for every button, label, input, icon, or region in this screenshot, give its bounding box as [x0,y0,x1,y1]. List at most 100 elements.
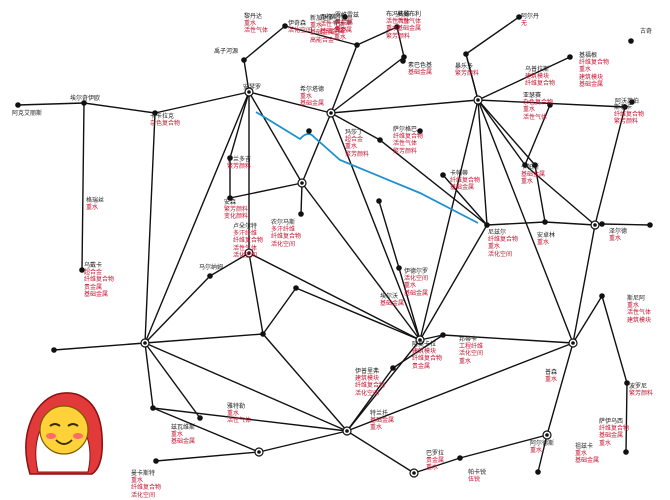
system-node[interactable] [542,219,548,225]
resource-item: 活化空间 [404,275,429,283]
resource-item: 纤维复合物 [355,382,386,390]
system-label: 萨尔格巴纤维复合物活性气体繁芳颜料 [393,126,423,155]
resource-item: 贵金属 [426,457,445,465]
system-node[interactable] [79,267,85,273]
system-node[interactable] [440,172,446,178]
resource-item: 重水 [530,447,543,455]
system-node[interactable] [622,104,628,110]
system-node[interactable] [624,380,630,386]
system-node[interactable] [532,162,538,168]
resource-item: 重水 [310,22,323,30]
system-node[interactable] [547,102,553,108]
route-segment [81,102,85,271]
system-label: 斯尼阿重水活性气体建筑模块 [627,295,651,324]
system-node[interactable] [623,449,629,455]
system-node[interactable] [599,221,605,227]
resource-item: 繁芳颜料 [345,150,370,158]
resource-item: 重水 [171,431,184,439]
system-node[interactable] [400,58,406,64]
resource-item: 重水 [488,243,501,251]
route-segment [243,59,250,93]
system-name: 阿尔德斯 [530,440,555,447]
system-node[interactable] [260,331,266,337]
system-label: 暴乐多繁芳颜料 [455,63,479,77]
route-segment [229,91,250,159]
system-node[interactable] [197,415,203,421]
resource-item: 重水 [627,302,640,310]
system-node[interactable] [282,23,288,29]
system-node[interactable] [298,211,304,217]
system-node[interactable] [376,198,382,204]
resource-item: 多汗纤维 [233,230,258,238]
resource-item: 基础金属 [320,28,345,36]
hub-node-core [571,341,575,345]
system-node[interactable] [51,347,57,353]
system-node[interactable] [516,14,522,20]
resource-item: 重水 [370,424,383,432]
route-lines [17,16,651,474]
system-node[interactable] [227,195,233,201]
system-name: 西穆斯特 [320,14,345,21]
system-label: 安森繁芳颜料变化颜料 [224,199,248,221]
system-node[interactable] [417,128,423,134]
system-node[interactable] [227,155,233,161]
system-node[interactable] [484,222,490,228]
system-label: 格瑞丝重水 [86,197,104,211]
system-label: 素巴色基基础金属 [408,62,432,76]
system-node[interactable] [396,265,402,271]
route-segment [459,434,548,459]
system-node[interactable] [440,332,446,338]
resource-item: 繁芳颜料 [386,32,411,40]
system-node[interactable] [599,293,605,299]
resource-item: 纤维复合物 [450,177,481,185]
system-node[interactable] [629,99,635,105]
route-segment [392,334,444,369]
route-segment [625,382,628,453]
system-label: 斯泰卡纤维复合物繁芳颜料 [614,104,644,126]
system-name: 阿克艾丽斯 [12,110,43,117]
system-node[interactable] [207,273,213,279]
system-name: 卡帕斯 [521,164,540,171]
system-node[interactable] [306,128,312,134]
system-label: 雅特勒重水活性气体 [227,403,251,425]
system-node[interactable] [241,57,247,63]
system-label: 卡卡拉克杂色复合物 [150,113,180,127]
system-node[interactable] [390,365,396,371]
system-name: 伊奇森 [288,20,307,27]
system-name: 泽尔德 [609,228,628,235]
route-segment [537,434,548,473]
system-name: 萨伊乌西 [599,418,624,425]
system-node[interactable] [152,110,158,116]
system-name: 布冯拉维 [386,11,411,18]
system-label: 阿尔德斯重水 [530,440,554,454]
system-node[interactable] [342,14,348,20]
system-node[interactable] [377,137,383,143]
system-node[interactable] [567,54,573,60]
system-node[interactable] [150,405,156,411]
hub-node-core [418,338,422,342]
system-node[interactable] [647,222,653,228]
resource-item: 纤维复合物 [271,233,302,241]
system-node[interactable] [153,458,159,464]
system-node[interactable] [628,38,634,44]
system-node[interactable] [15,102,21,108]
system-node[interactable] [394,24,400,30]
system-node[interactable] [463,51,469,57]
system-node[interactable] [535,469,541,475]
system-node[interactable] [81,100,87,106]
system-name: 安卓林 [537,232,556,239]
route-segment [346,339,421,432]
resource-item: 建筑模块 [412,348,437,356]
system-node[interactable] [457,455,463,461]
resource-item: 繁芳颜料 [224,206,249,214]
system-node[interactable] [522,162,528,168]
system-label: 卡帕蒂纤维复合物基础金属 [450,170,480,192]
route-segment [330,99,479,114]
resource-item: 伍锐 [468,476,481,484]
system-name: 阿尔丹 [521,13,540,20]
system-label: 卢朵尔特多汗纤维纤维复合物活性气体活化空间 [233,223,263,259]
resource-item: 基础金属 [397,25,422,33]
system-node[interactable] [354,42,360,48]
system-node[interactable] [293,285,299,291]
